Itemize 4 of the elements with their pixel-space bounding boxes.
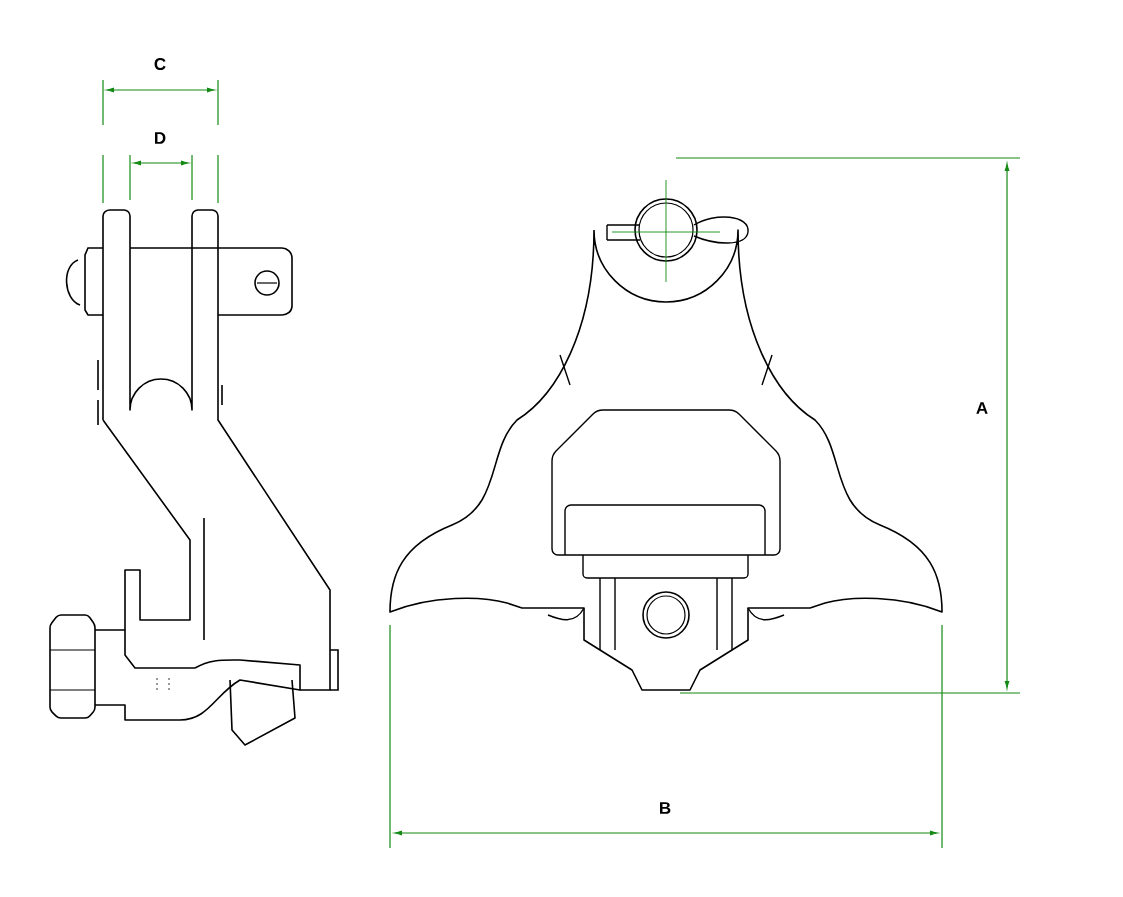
dimension-label: A	[976, 402, 988, 414]
dimension-label: B	[660, 802, 671, 814]
dimension-label: D	[155, 132, 166, 144]
dimension-label: C	[154, 58, 166, 71]
